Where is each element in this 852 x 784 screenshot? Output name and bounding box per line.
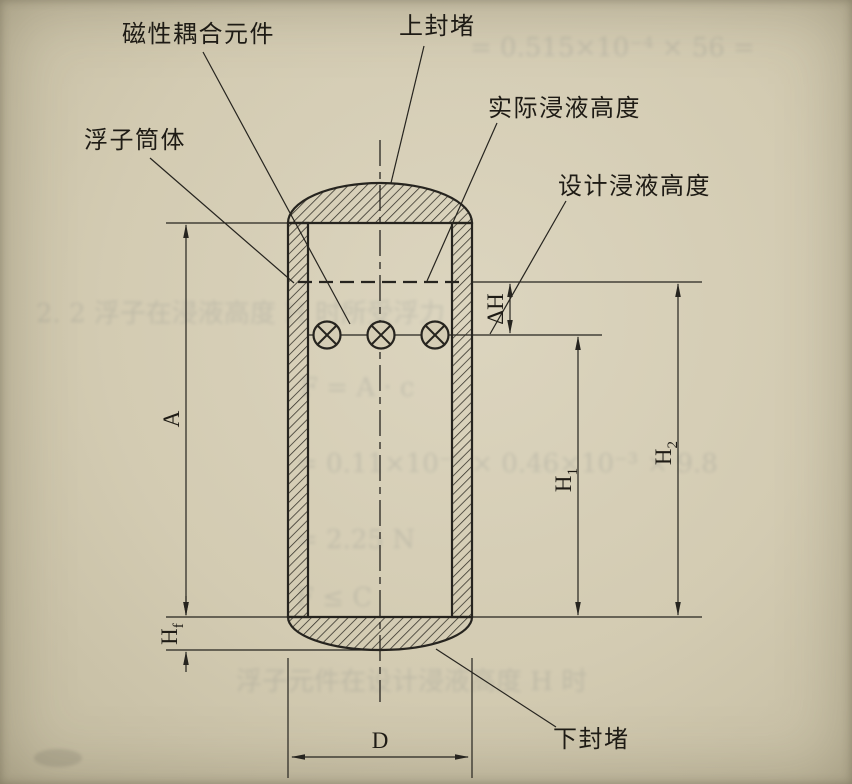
leader-float-body: [149, 157, 295, 284]
page-bleedthrough-text: = 0.515×10⁻⁴ × 56 = 2. 2 浮子在浸液高度 H 时所受浮力…: [34, 33, 755, 767]
dimension-lines: [183, 224, 681, 760]
leader-top-plug: [390, 45, 425, 184]
magnetic-coupling-symbol: [312, 320, 342, 350]
dim-label-D: D: [372, 728, 389, 753]
bleedthrough-line: = 0.515×10⁻⁴ × 56 =: [470, 33, 755, 63]
magnetic-coupling-symbol: [366, 320, 396, 350]
bleedthrough-line: = 2.25 N: [296, 525, 415, 555]
magnetic-coupling-elements: [312, 320, 450, 350]
dim-label-delta-H: ΔH: [483, 293, 508, 324]
label-design-level: 设计浸液高度: [558, 173, 711, 200]
leader-design-level: [489, 200, 567, 335]
bleedthrough-line: 浮子元件在设计浸液高度 H 时: [236, 667, 587, 697]
float-cylinder: [286, 181, 474, 652]
leader-bottom-plug: [435, 648, 557, 728]
dim-label-Hf: Hf: [157, 623, 187, 645]
dim-label-A: A: [159, 410, 184, 427]
label-magnetic-coupling: 磁性耦合元件: [122, 21, 275, 48]
bleedthrough-line: = 0.11×10⁻⁶ × 0.46×10⁻³ × 9.8: [296, 449, 718, 479]
bottom-plug-dome: [286, 615, 474, 652]
label-float-body: 浮子筒体: [84, 127, 186, 154]
leader-actual-level: [426, 122, 498, 282]
leader-lines: [149, 45, 567, 728]
dim-label-H1: H1: [551, 468, 581, 492]
bleedthrough-line: F = A · c: [300, 373, 415, 403]
leader-magnetic-coupling: [202, 51, 351, 325]
magnetic-coupling-symbol: [420, 320, 450, 350]
label-actual-level: 实际浸液高度: [488, 95, 641, 122]
dim-label-H2: H2: [651, 441, 681, 465]
page-smudge: [34, 749, 82, 767]
label-top-plug: 上封堵: [399, 13, 476, 40]
label-bottom-plug: 下封堵: [553, 726, 630, 753]
